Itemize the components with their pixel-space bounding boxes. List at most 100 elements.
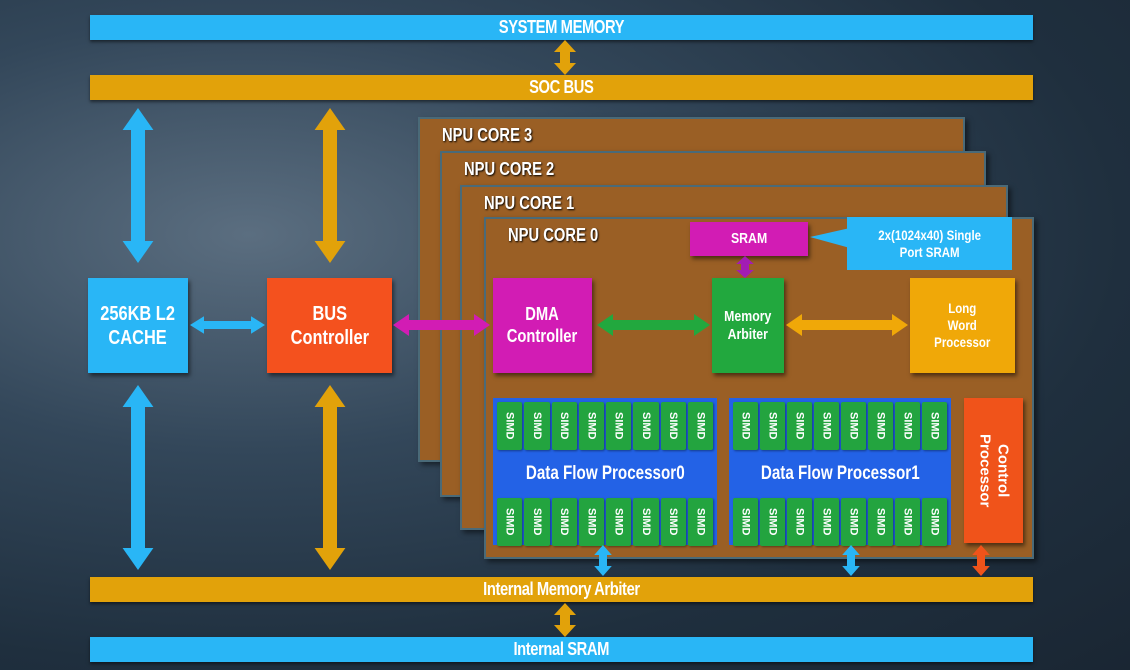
simd-unit: SIMD: [551, 498, 577, 546]
simd-unit: SIMD: [524, 498, 550, 546]
simd-label: SIMD: [793, 508, 806, 536]
simd-row: SIMD SIMD SIMD SIMD SIMD SIMD SIMD SIMD: [733, 402, 947, 450]
memory-arbiter-label: Memory Arbiter: [724, 307, 772, 343]
busctrl-soc-arrow: [314, 108, 346, 263]
simd-unit: SIMD: [787, 402, 812, 450]
simd-label: SIMD: [901, 508, 914, 536]
simd-label: SIMD: [739, 508, 752, 536]
l2-busctrl-arrow: [190, 316, 265, 334]
simd-unit: SIMD: [814, 402, 839, 450]
simd-label: SIMD: [667, 412, 680, 440]
simd-row: SIMD SIMD SIMD SIMD SIMD SIMD SIMD SIMD: [497, 402, 713, 450]
sram-block: SRAM: [690, 222, 808, 256]
dfp0-label: Data Flow Processor0: [525, 463, 685, 484]
memory-arbiter-block: Memory Arbiter: [712, 278, 784, 373]
internal-sram-label: Internal SRAM: [513, 639, 610, 659]
simd-unit: SIMD: [787, 498, 812, 546]
simd-label: SIMD: [928, 412, 941, 440]
simd-unit: SIMD: [841, 402, 866, 450]
simd-unit: SIMD: [551, 402, 577, 450]
simd-unit: SIMD: [895, 402, 920, 450]
simd-label: SIMD: [558, 508, 571, 536]
sysmem-soc-arrow: [554, 40, 576, 75]
simd-unit: SIMD: [922, 498, 947, 546]
simd-label: SIMD: [585, 508, 598, 536]
dma-arbiter-arrow: [597, 314, 710, 336]
sram-callout: 2x(1024x40) Single Port SRAM: [847, 217, 1012, 270]
soc-bus-bar: SOC BUS: [90, 75, 1033, 100]
simd-label: SIMD: [612, 412, 625, 440]
npu-core-1-title: NPU CORE 1: [484, 193, 575, 213]
simd-unit: SIMD: [687, 402, 713, 450]
simd-label: SIMD: [530, 412, 543, 440]
long-word-processor-block: Long Word Processor: [910, 278, 1015, 373]
arbiter-sram-arrow: [554, 603, 576, 637]
simd-unit: SIMD: [578, 498, 604, 546]
internal-memory-arbiter-label: Internal Memory Arbiter: [483, 579, 640, 599]
callout-pointer: [810, 228, 850, 248]
simd-unit: SIMD: [497, 498, 523, 546]
simd-label: SIMD: [739, 412, 752, 440]
dfp0-internal-arrow: [594, 545, 612, 576]
sram-callout-label: 2x(1024x40) Single Port SRAM: [878, 226, 981, 260]
internal-sram-bar: Internal SRAM: [90, 637, 1033, 662]
simd-label: SIMD: [639, 412, 652, 440]
sram-label: SRAM: [730, 230, 768, 247]
data-flow-processor-0: SIMD SIMD SIMD SIMD SIMD SIMD SIMD SIMD Data Fl…: [493, 398, 717, 546]
simd-unit: SIMD: [578, 402, 604, 450]
npu-core-0-title: NPU CORE 0: [508, 225, 599, 245]
npu-core-2-title: NPU CORE 2: [464, 159, 555, 179]
l2-cache-label: 256KB L2 CACHE: [100, 302, 176, 349]
simd-unit: SIMD: [868, 402, 893, 450]
l2-soc-arrow: [122, 108, 154, 263]
soc-bus-label: SOC BUS: [529, 77, 594, 97]
busctrl-dma-arrow: [393, 314, 490, 336]
simd-label: SIMD: [847, 508, 860, 536]
simd-unit: SIMD: [660, 402, 686, 450]
simd-label: SIMD: [612, 508, 625, 536]
simd-label: SIMD: [901, 412, 914, 440]
dma-controller-label: DMA Controller: [507, 303, 578, 346]
system-memory-bar: SYSTEM MEMORY: [90, 15, 1033, 40]
simd-unit: SIMD: [760, 498, 785, 546]
simd-label: SIMD: [503, 508, 516, 536]
simd-unit: SIMD: [841, 498, 866, 546]
control-internal-arrow: [972, 545, 990, 576]
simd-label: SIMD: [694, 412, 707, 440]
simd-label: SIMD: [874, 508, 887, 536]
simd-unit: SIMD: [687, 498, 713, 546]
simd-unit: SIMD: [922, 402, 947, 450]
dfp1-label: Data Flow Processor1: [760, 463, 920, 484]
data-flow-processor-1: SIMD SIMD SIMD SIMD SIMD SIMD SIMD SIMD Data Fl…: [729, 398, 951, 546]
simd-unit: SIMD: [895, 498, 920, 546]
simd-label: SIMD: [847, 412, 860, 440]
simd-unit: SIMD: [760, 402, 785, 450]
l2-internal-arrow: [122, 385, 154, 570]
system-memory-label: SYSTEM MEMORY: [498, 17, 625, 37]
simd-label: SIMD: [874, 412, 887, 440]
simd-label: SIMD: [928, 508, 941, 536]
simd-label: SIMD: [766, 508, 779, 536]
arbiter-lwp-arrow: [786, 314, 908, 336]
simd-unit: SIMD: [660, 498, 686, 546]
control-processor-label: Control Processor: [976, 433, 1012, 508]
internal-memory-arbiter-bar: Internal Memory Arbiter: [90, 577, 1033, 602]
busctrl-internal-arrow: [314, 385, 346, 570]
simd-label: SIMD: [766, 412, 779, 440]
simd-label: SIMD: [503, 412, 516, 440]
simd-unit: SIMD: [606, 498, 632, 546]
simd-label: SIMD: [667, 508, 680, 536]
simd-label: SIMD: [558, 412, 571, 440]
l2-cache-block: 256KB L2 CACHE: [88, 278, 188, 373]
simd-label: SIMD: [530, 508, 543, 536]
bus-controller-label: BUS Controller: [290, 302, 369, 349]
simd-unit: SIMD: [633, 402, 659, 450]
simd-unit: SIMD: [497, 402, 523, 450]
simd-unit: SIMD: [868, 498, 893, 546]
dfp1-internal-arrow: [842, 545, 860, 576]
sram-arbiter-arrow: [736, 256, 754, 278]
simd-label: SIMD: [820, 412, 833, 440]
